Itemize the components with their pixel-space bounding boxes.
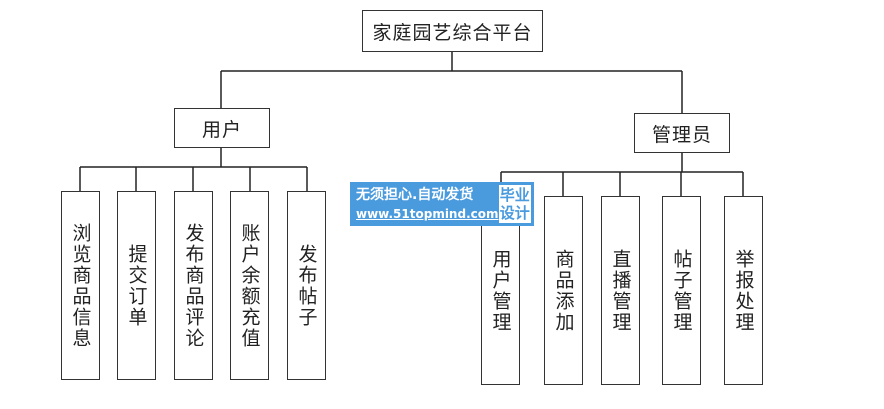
root-node: 家庭园艺综合平台 [362,10,543,52]
admin-child-products: 商品添加 [544,196,583,385]
admin-child-live: 直播管理 [601,196,640,385]
admin-node: 管理员 [634,113,730,153]
child-label: 账户余额充值 [238,222,261,349]
watermark-banner: 无须担心.自动发货 www.51topmind.com 毕业 设计 [350,182,534,226]
child-label: 发布帖子 [295,243,318,328]
badge-top: 毕业 [499,186,530,204]
child-label: 提交订单 [125,243,148,328]
user-label: 用户 [201,118,242,141]
user-node: 用户 [174,108,270,148]
user-child-order: 提交订单 [117,191,156,380]
child-label: 直播管理 [609,248,632,333]
watermark-slogan: 无须担心.自动发货 [356,186,474,203]
child-label: 举报处理 [732,248,755,333]
child-label: 商品添加 [552,248,575,333]
watermark-badge: 毕业 设计 [498,185,531,223]
watermark-url[interactable]: www.51topmind.com [356,206,499,221]
user-child-browse: 浏览商品信息 [61,191,100,380]
user-child-post: 发布帖子 [287,191,326,380]
user-child-review: 发布商品评论 [174,191,213,380]
admin-child-posts: 帖子管理 [662,196,701,385]
root-label: 家庭园艺综合平台 [372,21,533,44]
child-label: 浏览商品信息 [69,222,92,349]
badge-bottom: 设计 [499,204,530,222]
child-label: 帖子管理 [670,248,693,333]
user-child-recharge: 账户余额充值 [230,191,269,380]
admin-label: 管理员 [651,123,712,146]
admin-child-reports: 举报处理 [724,196,763,385]
admin-child-users: 用户管理 [481,196,520,385]
child-label: 用户管理 [489,248,512,333]
child-label: 发布商品评论 [182,222,205,349]
